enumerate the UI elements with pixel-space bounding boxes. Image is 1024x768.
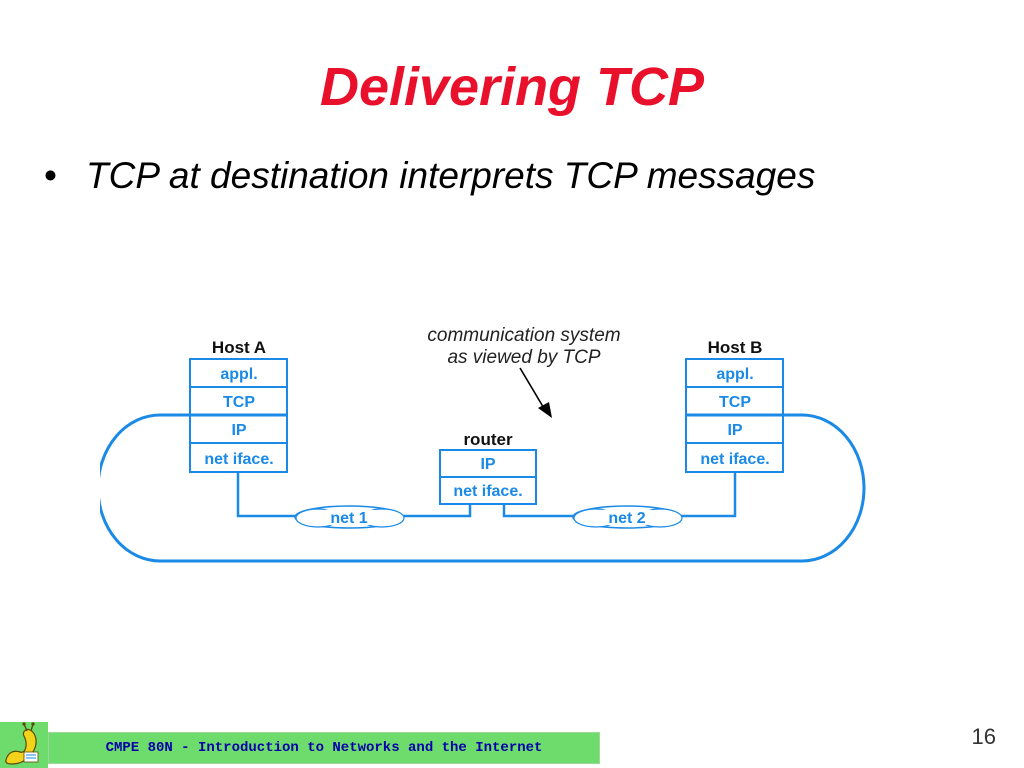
banana-slug-logo-icon (0, 722, 48, 768)
router-layer-net-iface: net iface. (453, 483, 522, 500)
net-1-label: net 1 (330, 510, 367, 527)
host-a-layer-ip: IP (231, 422, 246, 439)
router-layer-ip: IP (480, 456, 495, 473)
net-2-cloud (572, 505, 683, 529)
host-b-stack (685, 358, 784, 473)
net-2-label: net 2 (608, 510, 645, 527)
footer-bar: CMPE 80N - Introduction to Networks and … (0, 722, 600, 768)
host-a-link (236, 472, 296, 518)
bullet-text: TCP at destination interprets TCP messag… (86, 155, 816, 196)
annotation-line-1: communication system (427, 325, 620, 346)
host-b-link (680, 472, 737, 518)
footer-course-title: CMPE 80N - Introduction to Networks and … (48, 732, 600, 764)
tcp-view-boundary (100, 413, 866, 563)
host-a-layer-appl: appl. (220, 366, 257, 383)
router-link-net1 (402, 504, 472, 518)
slide-title: Delivering TCP (319, 57, 705, 117)
host-b-layer-ip: IP (727, 422, 742, 439)
host-b-title: Host B (708, 338, 763, 357)
router-stack (439, 449, 537, 505)
bullet-dot: • (44, 155, 57, 196)
tcp-communication-diagram: communication system as viewed by TCP Ho… (100, 325, 866, 563)
host-a-layer-net-iface: net iface. (204, 451, 273, 468)
host-b-layer-net-iface: net iface. (700, 451, 769, 468)
bullet-point: • TCP at destination interprets TCP messa… (44, 152, 815, 200)
net-1-cloud (294, 505, 405, 529)
host-a-title: Host A (212, 338, 266, 357)
router-link-net2 (502, 504, 574, 518)
router-title: router (463, 430, 513, 449)
annotation-arrowhead (538, 402, 552, 418)
host-b-layer-appl: appl. (716, 366, 753, 383)
host-b-layer-tcp: TCP (719, 394, 751, 411)
annotation-arrow-line (519, 367, 546, 411)
host-a-layer-tcp: TCP (223, 394, 255, 411)
annotation-line-2: as viewed by TCP (447, 347, 600, 368)
page-number: 16 (971, 724, 996, 749)
